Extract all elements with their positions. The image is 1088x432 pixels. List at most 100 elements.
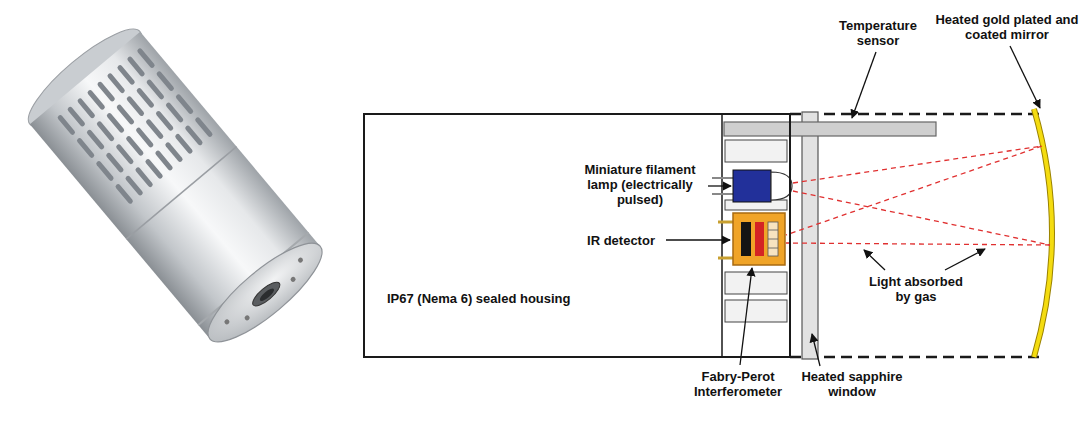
lamp-bulb: [771, 172, 792, 200]
detector-pin: [718, 257, 734, 260]
label-box: Heated sapphire window: [796, 369, 908, 399]
vent-slot: [126, 56, 145, 78]
vent-slot: [76, 137, 95, 159]
vent-slots: [57, 47, 214, 204]
light-ray: [786, 146, 1042, 235]
schematic: [712, 109, 1052, 359]
vent-slot: [125, 135, 144, 157]
body-seam: [126, 147, 236, 240]
detector-element: [755, 222, 764, 256]
housing-outline: IP67 (Nema 6) sealed housing: [363, 113, 791, 358]
vent-slot: [154, 150, 173, 172]
vent-slot: [105, 152, 124, 174]
leader-lines: [666, 46, 1040, 366]
vent-slot: [146, 79, 165, 101]
screw: [297, 257, 304, 264]
vent-slot: [135, 127, 154, 149]
light-ray: [793, 146, 1042, 183]
vent-slot: [106, 112, 125, 134]
part-label: Light absorbed by gas: [866, 274, 966, 304]
label-box: Fabry-Perot Interferometer: [684, 369, 792, 399]
end-face: [196, 229, 335, 355]
vent-slot: [156, 70, 175, 92]
detector-element: [741, 222, 751, 256]
light-ray: [793, 191, 1050, 245]
vent-slot: [57, 114, 76, 136]
leader-line: [852, 52, 876, 118]
label-box: Heated gold plated and coated mirror: [932, 12, 1082, 42]
vent-slot: [145, 118, 164, 140]
temperature-rod: [724, 122, 936, 136]
vent-slot: [96, 120, 115, 142]
mount-plate: [722, 114, 790, 357]
screw: [244, 314, 251, 321]
sensor-body: [30, 32, 320, 339]
vent-slot: [174, 133, 193, 155]
plate-cell: [725, 272, 787, 294]
vent-slot: [116, 64, 135, 86]
part-label: Temperature sensor: [826, 18, 930, 48]
vent-slot: [107, 72, 126, 94]
leader-line: [1010, 46, 1040, 108]
lamp-base: [733, 170, 771, 202]
vent-slot: [136, 47, 155, 69]
label-box: IR detector: [578, 233, 664, 248]
connector-pin: [258, 287, 276, 303]
label-box: Miniature filament lamp (electrically pu…: [575, 162, 705, 207]
plate-cell: [725, 300, 787, 322]
leader-line: [945, 249, 985, 270]
vent-slot: [155, 110, 174, 132]
vent-slot: [115, 183, 134, 205]
connector: [249, 279, 283, 310]
vent-slot: [194, 116, 213, 138]
housing-dashed: [790, 356, 1045, 359]
part-label: Fabry-Perot Interferometer: [684, 369, 792, 399]
vent-slot: [95, 160, 114, 182]
ir-detector: [733, 213, 785, 265]
vent-slot: [136, 87, 155, 109]
part-label: IR detector: [578, 233, 664, 248]
part-label: Heated gold plated and coated mirror: [932, 12, 1082, 42]
vent-slot: [97, 81, 116, 103]
plate-cell: [725, 140, 787, 162]
leader-line: [740, 268, 752, 365]
interferometer: [768, 222, 778, 256]
vent-slot: [144, 158, 163, 180]
sapphire-window: [802, 112, 818, 359]
sensor-photo: [17, 16, 334, 355]
interferometer: [768, 239, 778, 240]
vent-slot: [126, 95, 145, 117]
vent-slot: [175, 93, 194, 115]
lamp-pin: [712, 177, 734, 179]
housing-dashed: [790, 113, 1045, 116]
light-ray: [786, 243, 1050, 245]
vent-slot: [86, 129, 105, 151]
lamp-pin: [712, 193, 734, 195]
interferometer: [768, 248, 778, 249]
vent-slot: [115, 143, 134, 165]
screw: [290, 276, 297, 283]
vent-slot: [116, 104, 135, 126]
vent-slot: [77, 97, 96, 119]
vent-slot: [125, 175, 144, 197]
leader-line: [864, 250, 885, 270]
label-box: Temperature sensor: [826, 18, 930, 48]
leader-line: [812, 334, 820, 366]
vent-slot: [164, 141, 183, 163]
part-label: Miniature filament lamp (electrically pu…: [575, 162, 705, 207]
vent-slot: [134, 166, 153, 188]
screw: [223, 318, 230, 325]
leader-line: [666, 239, 730, 240]
detector-pin: [718, 221, 734, 224]
label-box: Light absorbed by gas: [866, 274, 966, 304]
vent-slot: [87, 89, 106, 111]
vent-slot: [165, 102, 184, 124]
light-rays: [786, 146, 1050, 245]
part-label: Heated sapphire window: [796, 369, 908, 399]
interferometer: [768, 230, 778, 231]
